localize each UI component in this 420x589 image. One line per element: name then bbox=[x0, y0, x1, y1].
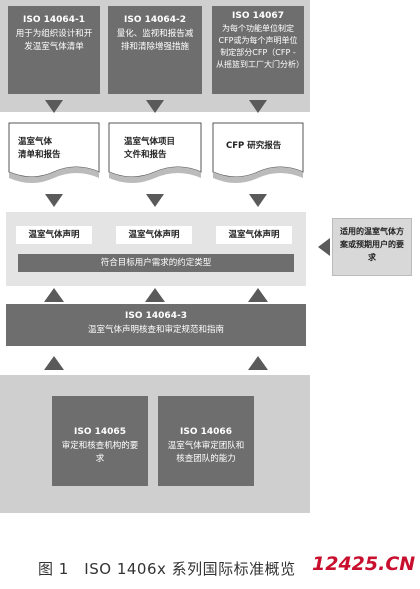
arrow-down-1 bbox=[45, 100, 63, 113]
ghg-declaration-1: 温室气体声明 bbox=[16, 226, 92, 244]
iso-14065-box: ISO 14065 审定和核查机构的要求 bbox=[52, 396, 148, 486]
iso-14064-2-text: 量化、监视和报告减排和清除增强措施 bbox=[116, 29, 194, 52]
iso-14064-3-text: 温室气体声明核查和审定规范和指南 bbox=[87, 325, 224, 335]
figure-caption: 图 1 ISO 1406x 系列国际标准概览 bbox=[38, 560, 296, 578]
ghg-declaration-3: 温室气体声明 bbox=[216, 226, 292, 244]
iso-14064-2-box: ISO 14064-2 量化、监视和报告减排和清除增强措施 bbox=[108, 6, 202, 94]
arrow-down-4 bbox=[45, 194, 63, 207]
document-label: 温室气体项目 文件和报告 bbox=[124, 137, 176, 160]
arrow-up-5 bbox=[248, 356, 268, 370]
agreement-type-bar: 符合目标用户需求的约定类型 bbox=[18, 254, 294, 272]
iso-14067-text: 为每个功能单位制定CFP或为每个声明单位制定部分CFP（CFP - 从摇篮到工厂… bbox=[216, 24, 304, 69]
ghg-declaration-2: 温室气体声明 bbox=[116, 226, 192, 244]
bottom-scan-background bbox=[0, 375, 310, 513]
document-shape bbox=[108, 122, 202, 183]
iso-14067-title: ISO 14067 bbox=[232, 11, 284, 21]
document-label: 温室气体 清单和报告 bbox=[18, 137, 61, 160]
document-cfp-report: CFP 研究报告 bbox=[212, 122, 304, 184]
document-shape bbox=[212, 122, 304, 183]
declarations-band bbox=[6, 212, 306, 286]
arrow-up-2 bbox=[145, 288, 165, 302]
arrow-up-4 bbox=[44, 356, 64, 370]
document-ghg-project: 温室气体项目 文件和报告 bbox=[108, 122, 202, 184]
iso-14064-3-title: ISO 14064-3 bbox=[125, 311, 187, 321]
iso-14064-1-title: ISO 14064-1 bbox=[23, 15, 85, 25]
iso-14066-title: ISO 14066 bbox=[180, 427, 232, 437]
iso-14066-box: ISO 14066 温室气体审定团队和核查团队的能力 bbox=[158, 396, 254, 486]
arrow-down-6 bbox=[249, 194, 267, 207]
watermark-logo: 12425.CN bbox=[312, 553, 416, 575]
iso-14064-2-title: ISO 14064-2 bbox=[124, 15, 186, 25]
arrow-up-3 bbox=[248, 288, 268, 302]
iso-14064-3-box: ISO 14064-3 温室气体声明核查和审定规范和指南 bbox=[6, 304, 306, 346]
iso-14064-1-text: 用于为组织设计和开发温室气体清单 bbox=[15, 29, 93, 52]
arrow-left-side-note bbox=[318, 238, 330, 256]
document-shape bbox=[8, 122, 100, 183]
arrow-down-2 bbox=[146, 100, 164, 113]
side-note-text: 适用的温室气体方案或预期用户的要求 bbox=[340, 227, 404, 262]
document-ghg-inventory: 温室气体 清单和报告 bbox=[8, 122, 100, 184]
arrow-down-5 bbox=[146, 194, 164, 207]
iso-14065-text: 审定和核查机构的要求 bbox=[61, 441, 139, 464]
iso-14065-title: ISO 14065 bbox=[74, 427, 126, 437]
iso-14064-1-box: ISO 14064-1 用于为组织设计和开发温室气体清单 bbox=[8, 6, 100, 94]
arrow-down-3 bbox=[249, 100, 267, 113]
document-label: CFP 研究报告 bbox=[226, 141, 282, 151]
iso-14067-box: ISO 14067 为每个功能单位制定CFP或为每个声明单位制定部分CFP（CF… bbox=[212, 6, 304, 94]
arrow-up-1 bbox=[44, 288, 64, 302]
iso-14066-text: 温室气体审定团队和核查团队的能力 bbox=[167, 441, 245, 464]
side-note-box: 适用的温室气体方案或预期用户的要求 bbox=[332, 218, 412, 276]
